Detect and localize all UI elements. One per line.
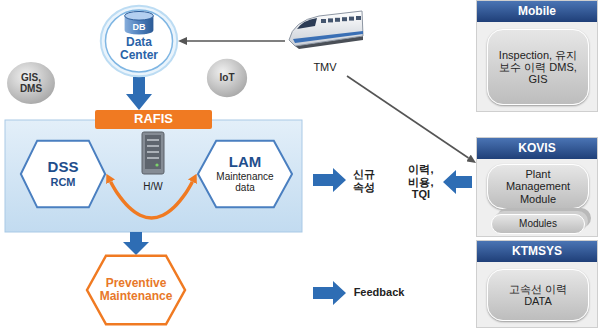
node-subtitle: RCM — [34, 176, 92, 188]
text-holder: GIS, DMS — [5, 60, 57, 106]
connector — [133, 77, 145, 94]
outer-ring — [101, 6, 177, 77]
system-panel: KTMSYS 고속선 이력 DATA — [476, 240, 598, 328]
node-title: LAM — [211, 154, 279, 171]
node-title: IoT — [211, 72, 243, 83]
server-slot — [147, 157, 159, 159]
stacked-pill: Modules — [491, 214, 585, 234]
node-title: GIS, DMS — [11, 72, 51, 94]
train-drawing — [285, 2, 365, 52]
text-holder: Preventive Maintenance — [86, 255, 186, 325]
text-holder: Mobile — [477, 1, 597, 22]
server-slot — [147, 151, 159, 153]
text-holder: KOVIS — [477, 138, 597, 159]
text-holder: IoT — [205, 57, 249, 99]
train-body — [289, 11, 363, 46]
train-window — [321, 19, 326, 23]
node-title: H/W — [125, 181, 181, 192]
text-holder: RAFIS — [95, 110, 212, 129]
source-circle: GIS, DMS — [5, 60, 57, 106]
hexagon-outline — [198, 141, 292, 208]
text-holder: LAMMaintenance data — [197, 140, 293, 208]
node-subtitle: Maintenance data — [211, 171, 279, 193]
node-title: Preventive Maintenance — [98, 277, 174, 304]
hexagon-outline — [21, 141, 105, 208]
node-title: KOVIS — [477, 142, 597, 155]
text-holder: Modules — [492, 215, 584, 233]
text-holder: KTMSYS — [477, 241, 597, 262]
server-drawing — [138, 130, 168, 176]
cylinder-top — [125, 11, 154, 20]
text-holder: DSSRCM — [20, 140, 106, 208]
server-slot — [147, 139, 159, 141]
system-panel: KOVIS Plant Management ModuleModules — [476, 137, 598, 237]
node-title: DB — [124, 22, 154, 32]
text-holder: Plant Management Module — [488, 165, 588, 208]
text-holder: 고속선 이력 DATA — [488, 270, 588, 320]
data-pill: 고속선 이력 DATA — [487, 269, 589, 321]
input-arrow — [443, 170, 472, 194]
rafis-panel-ground — [5, 120, 302, 232]
system-panel: MobileInspection, 유지보수 이력 DMS, GIS — [476, 0, 598, 112]
train-window — [342, 17, 347, 21]
hexagon-outline — [87, 256, 185, 325]
text-holder: Inspection, 유지보수 이력 DMS, GIS — [488, 30, 588, 104]
source-circle: IoT — [205, 57, 249, 99]
feedback-arrow — [313, 281, 346, 305]
node-title: RAFIS — [95, 112, 212, 127]
node-title: Modules — [498, 218, 578, 229]
train-stripe — [293, 31, 363, 43]
connector — [111, 182, 193, 218]
inner-ring — [105, 10, 172, 72]
connector — [187, 40, 285, 42]
text-holder: TMV — [285, 2, 365, 76]
text-holder: H/W — [125, 128, 181, 194]
node-title: Plant Management Module — [496, 168, 580, 205]
server-front — [145, 135, 161, 169]
module-hexagon: DSSRCM — [20, 140, 106, 208]
connector — [130, 232, 142, 242]
train-figure: TMV — [285, 2, 365, 76]
train-window — [356, 16, 361, 20]
module-hexagon: LAMMaintenance data — [197, 140, 293, 208]
server-slot — [147, 145, 159, 147]
train-window — [349, 17, 354, 21]
circle-fill — [6, 61, 56, 105]
flow-label: 이력, 비용, TQI — [402, 163, 440, 201]
connector — [347, 76, 469, 158]
output-arrow — [313, 168, 346, 192]
node-title: Inspection, 유지보수 이력 DMS, GIS — [496, 49, 580, 86]
text-holder: DB — [124, 11, 154, 35]
output-hexagon: Preventive Maintenance — [86, 255, 186, 325]
node-title: KTMSYS — [477, 245, 597, 258]
server-icon: H/W — [125, 128, 181, 194]
node-title: TMV — [285, 61, 365, 73]
node-title: 고속선 이력 DATA — [496, 283, 580, 308]
database-cylinder: DB — [124, 11, 154, 35]
node-title: Mobile — [477, 5, 597, 18]
train-window — [335, 18, 340, 22]
data-center-circle: Data Center DB — [100, 5, 178, 77]
data-pill: Plant Management Module — [487, 164, 589, 209]
system-panel: RAFIS DSSRCM H/W LAMMaintenance data — [5, 110, 302, 232]
train-window — [328, 18, 333, 22]
flow-label: 신규 속성 — [348, 168, 380, 193]
server-case — [142, 132, 164, 174]
flow-label: Feedback — [349, 286, 409, 299]
circle-fill — [206, 58, 248, 98]
node-title: Data Center — [114, 36, 164, 63]
server-led — [155, 163, 158, 166]
node-title: DSS — [34, 159, 92, 176]
train-windshield — [297, 18, 317, 29]
data-pill: Inspection, 유지보수 이력 DMS, GIS — [487, 29, 589, 105]
